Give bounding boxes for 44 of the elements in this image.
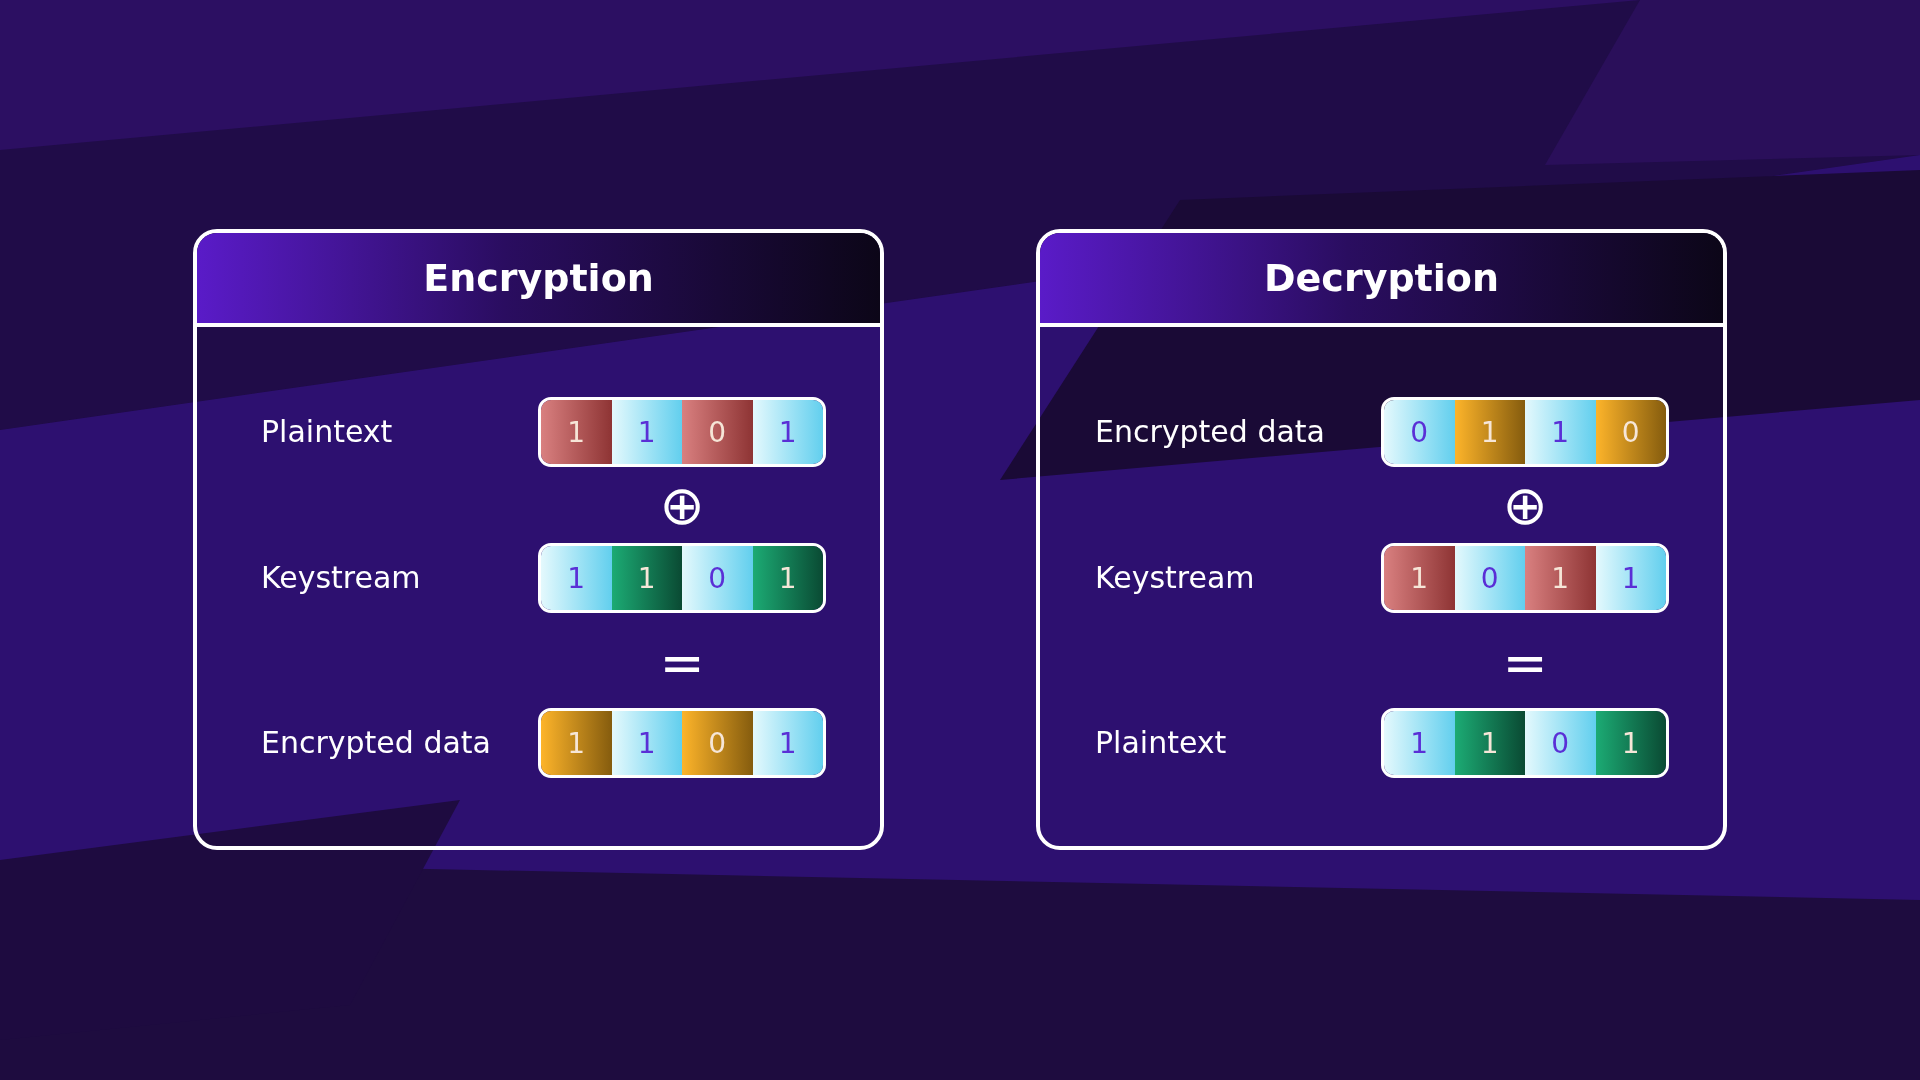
row-label: Keystream xyxy=(261,559,421,597)
bit-cell: 1 xyxy=(611,546,682,610)
equals-symbol: = xyxy=(1502,636,1548,690)
bit-cell: 1 xyxy=(1454,400,1525,464)
bit-cell: 1 xyxy=(1454,711,1525,775)
bit-bar xyxy=(538,708,826,778)
row-label: Encrypted data xyxy=(261,724,491,762)
bit-cell: 0 xyxy=(1454,546,1525,610)
bit-cell: 0 xyxy=(1595,400,1666,464)
bit-cell: 1 xyxy=(1525,546,1596,610)
xor-symbol: ⊕ xyxy=(659,479,705,533)
bit-cell: 1 xyxy=(611,711,682,775)
bit-cell: 0 xyxy=(1525,711,1596,775)
bit-bar xyxy=(538,397,826,467)
bit-cell: 1 xyxy=(752,546,823,610)
bit-cell: 0 xyxy=(682,711,753,775)
bit-cell: 1 xyxy=(541,546,612,610)
row-label: Keystream xyxy=(1095,559,1255,597)
xor-symbol: ⊕ xyxy=(1502,479,1548,533)
panel-title: Encryption xyxy=(197,233,880,327)
bit-bar xyxy=(538,543,826,613)
panel-card xyxy=(193,229,884,850)
bit-cell: 1 xyxy=(1525,400,1596,464)
panel-card xyxy=(1036,229,1727,850)
bit-bar xyxy=(1381,708,1669,778)
row-label: Plaintext xyxy=(1095,724,1227,762)
bit-cell: 1 xyxy=(611,400,682,464)
bit-cell: 1 xyxy=(541,400,612,464)
bit-cell: 1 xyxy=(541,711,612,775)
bit-cell: 0 xyxy=(1384,400,1455,464)
bit-cell: 1 xyxy=(1384,711,1455,775)
bit-cell: 1 xyxy=(752,711,823,775)
bit-bar xyxy=(1381,397,1669,467)
bit-cell: 1 xyxy=(752,400,823,464)
equals-symbol: = xyxy=(659,636,705,690)
bit-cell: 0 xyxy=(682,546,753,610)
bit-cell: 1 xyxy=(1595,546,1666,610)
row-label: Plaintext xyxy=(261,413,393,451)
panel-title: Decryption xyxy=(1040,233,1723,327)
bit-cell: 0 xyxy=(682,400,753,464)
bit-cell: 1 xyxy=(1595,711,1666,775)
bit-bar xyxy=(1381,543,1669,613)
row-label: Encrypted data xyxy=(1095,413,1325,451)
bit-cell: 1 xyxy=(1384,546,1455,610)
